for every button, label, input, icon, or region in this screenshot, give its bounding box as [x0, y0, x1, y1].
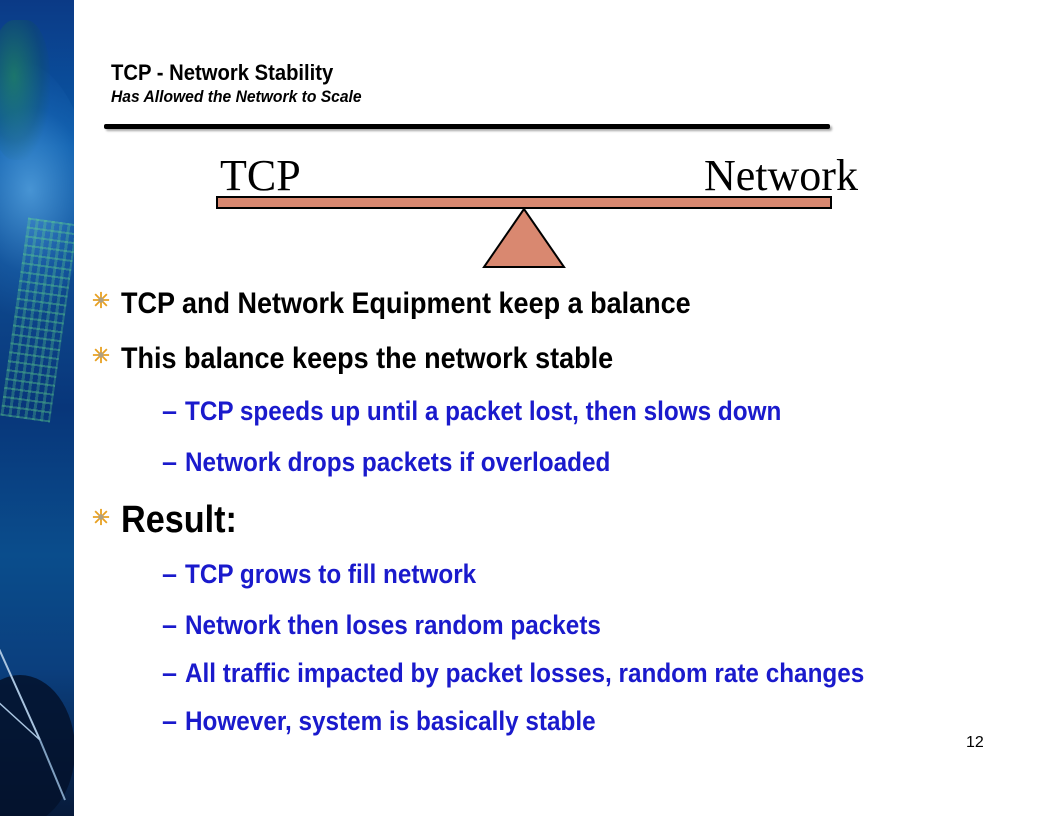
sub-bullet-text: TCP grows to fill network: [185, 559, 477, 589]
bullet-item: Result:: [92, 500, 250, 540]
sub-bullet-item: –TCP speeds up until a packet lost, then…: [162, 394, 848, 428]
sub-bullet-dash: –: [162, 447, 178, 477]
sub-bullet-dash: –: [162, 658, 178, 688]
sub-bullet-dash: –: [162, 610, 178, 640]
sub-bullet-dash: –: [162, 396, 178, 426]
balance-scale-diagram: [216, 196, 832, 268]
bullet-item: This balance keeps the network stable: [92, 339, 668, 379]
bullet-text: This balance keeps the network stable: [121, 342, 614, 375]
sidebar-globe-image: [0, 0, 74, 816]
sub-bullet-item: –Network then loses random packets: [162, 608, 647, 642]
starburst-bullet-icon: [92, 508, 110, 526]
sidebar-landmass: [0, 20, 50, 160]
sub-bullet-dash: –: [162, 706, 178, 736]
bullet-item: TCP and Network Equipment keep a balance: [92, 284, 754, 324]
starburst-bullet-icon: [92, 291, 110, 309]
slide-title: TCP - Network Stability: [111, 60, 334, 85]
sub-bullet-text: Network then loses random packets: [185, 610, 601, 640]
sub-bullet-text: TCP speeds up until a packet lost, then …: [185, 396, 782, 426]
page-number: 12: [966, 734, 984, 751]
scale-label-tcp: TCP: [220, 151, 301, 200]
title-block: TCP - Network Stability Has Allowed the …: [111, 60, 383, 108]
slide-subtitle: Has Allowed the Network to Scale: [111, 87, 362, 106]
sub-bullet-item: –All traffic impacted by packet losses, …: [162, 656, 940, 690]
starburst-bullet-icon: [92, 346, 110, 364]
sub-bullet-text: However, system is basically stable: [185, 706, 596, 736]
balance-fulcrum: [482, 207, 566, 268]
bullet-text: Result:: [121, 499, 237, 541]
sub-bullet-item: –However, system is basically stable: [162, 704, 641, 738]
sub-bullet-dash: –: [162, 559, 178, 589]
title-underline: [104, 124, 830, 129]
satellite-dish-icon: [0, 648, 74, 816]
sub-bullet-item: –TCP grows to fill network: [162, 557, 509, 591]
sub-bullet-text: All traffic impacted by packet losses, r…: [185, 658, 865, 688]
bullet-text: TCP and Network Equipment keep a balance: [121, 287, 691, 320]
sub-bullet-item: –Network drops packets if overloaded: [162, 445, 658, 479]
scale-label-network: Network: [704, 151, 858, 200]
sub-bullet-text: Network drops packets if overloaded: [185, 447, 611, 477]
balance-beam: [216, 196, 832, 209]
